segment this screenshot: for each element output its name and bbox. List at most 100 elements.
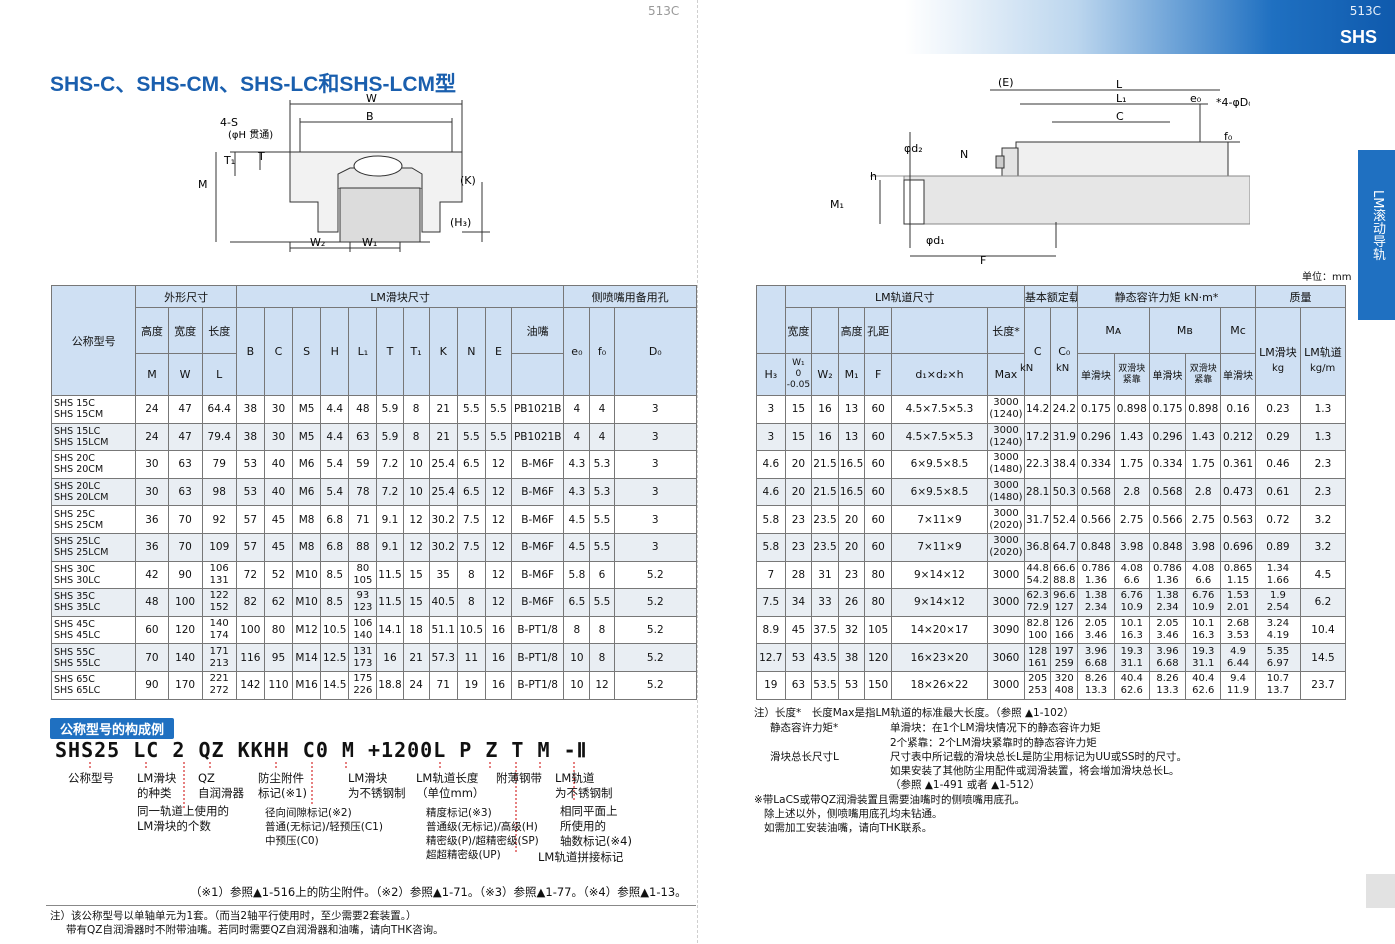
hdr-nipple-hole: 侧喷嘴用备用孔 [563,285,697,308]
table-cell: 8.9 [756,615,786,645]
table-cell: 12 [484,588,513,617]
table-cell: 16 [376,643,404,672]
table-cell: 45 [263,505,294,534]
table-cell: 12 [484,477,513,507]
table-cell: 62 [263,588,294,617]
hdr-MB-double: 双滑块紧靠 [1185,353,1222,396]
code-label-stainless-block: LM滑块 为不锈钢制 [348,771,406,800]
table-cell: 38.4 [1050,450,1079,479]
table-cell: 12.7 [756,643,786,672]
table-cell: 36.8 [1023,532,1052,562]
table-cell: 5.2 [613,588,698,617]
table-cell: 6.8 [320,505,350,534]
table-cell: 3000(1480) [987,477,1025,507]
table-cell: 52 [263,560,294,590]
table-cell: 0.89 [1254,532,1301,562]
hdr-kgm: kg/m [1310,363,1336,374]
cross-section-diagram: W B 4-S (φH 贯通) T₁ T M (K) (H₃) W₂ W₁ [198,92,490,252]
table-cell: 8 [456,588,486,617]
hdr-T: T [376,307,404,396]
table-cell: 25.4 [428,450,458,479]
table-cell: 6.5 [563,588,591,617]
table-cell: 142 [235,670,265,700]
table-cell: 140 [167,643,203,672]
table-cell: 1.75 [1113,450,1150,479]
table-cell: 16.5 [837,477,866,507]
dim-E: (E) [998,76,1014,89]
table-cell: 57 [235,532,265,562]
dim-e0: e₀ [1190,92,1202,105]
table-cell: 28.1 [1023,477,1052,507]
table-cell: 60 [864,532,892,562]
table-cell: M5 [292,422,322,452]
hdr-T1: T₁ [402,307,430,396]
page-divider [697,0,699,943]
table-cell: 5.9 [376,422,404,452]
side-tab-gray[interactable] [1366,874,1395,908]
table-cell: 2.75 [1113,505,1150,534]
table-cell: 30 [135,450,169,479]
table-cell: 50.3 [1050,477,1079,507]
table-cell: 21 [402,643,430,672]
code-label-model: 公称型号 [68,771,114,785]
table-cell: 30 [135,477,169,507]
table-cell: 5.5 [589,505,615,534]
table-cell: 116 [235,643,265,672]
table-cell: 53.5 [811,670,839,700]
table-cell: 57 [235,505,265,534]
table-cell: 60 [864,505,892,534]
table-cell: 2.75 [1185,505,1222,534]
table-cell: 3 [756,395,786,424]
table-cell: 36 [135,532,169,562]
dim-H3: (H₃) [450,216,471,229]
table-cell: 8 [456,560,486,590]
table-cell: 7.5 [456,505,486,534]
dim-C: C [1116,110,1124,123]
table-cell: 98 [201,477,237,507]
note-nipple-3: 如需加工安装油嘴，请向THK联系。 [764,822,933,834]
hdr-D0: D₀ [613,307,698,396]
table-cell: 80 [864,560,892,590]
table-cell: 30 [263,395,294,424]
table-cell: 42 [135,560,169,590]
table-cell: 7×11×9 [890,532,989,562]
table-cell: B-M6F [510,532,565,562]
hdr-MA-double: 双滑块紧靠 [1113,353,1150,396]
side-tab[interactable]: LM滚动导轨 [1358,150,1395,320]
table-cell: 5.9 [376,395,404,424]
table-cell: 10 [402,477,430,507]
code-label-coating: 附薄钢带 [496,771,542,785]
hdr-f0: f₀ [589,307,615,396]
table-cell: 3 [756,422,786,452]
table-cell: 60 [864,450,892,479]
table-cell: 21.5 [811,477,839,507]
table-cell: 7 [756,560,786,590]
dim-L: L [1116,78,1123,91]
table-cell: 3090 [987,615,1025,645]
hdr-moment: 静态容许力矩 kN·m* [1077,285,1256,308]
table-cell: M6 [292,450,322,479]
table-cell: M10 [292,560,322,590]
table-cell: 5.2 [613,615,698,645]
table-cell: 10 [563,670,591,700]
table-cell: 21 [428,395,458,424]
code-leader-lines [89,762,575,852]
